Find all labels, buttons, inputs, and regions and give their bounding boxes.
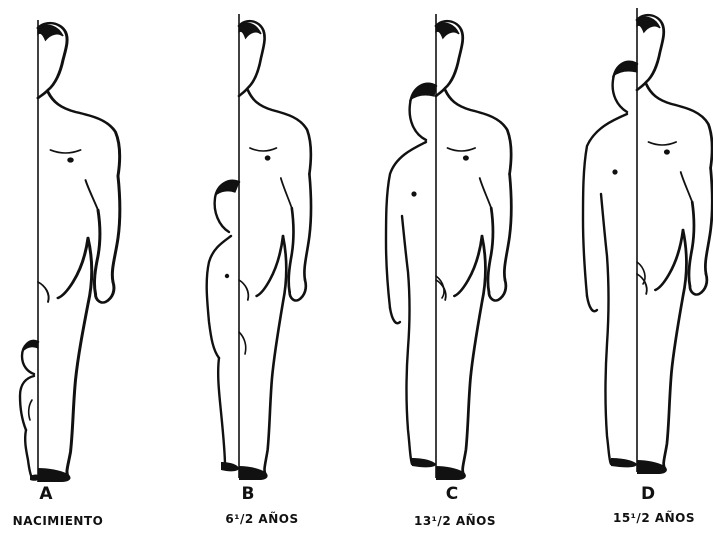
panel-a-letter: A (39, 484, 52, 504)
panel-c-drawing (386, 14, 511, 480)
panel-a-caption: NACIMIENTO (13, 514, 104, 528)
panel-b-letter: B (242, 484, 255, 504)
panel-b-drawing (207, 14, 311, 480)
panel-a-drawing (20, 20, 120, 482)
panel-c-caption: 13¹/2 AÑOS (414, 514, 496, 528)
panel-d-caption: 15¹/2 AÑOS (613, 511, 695, 525)
panel-d-letter: D (641, 484, 655, 504)
panel-d-drawing (583, 8, 712, 474)
panel-c-letter: C (446, 484, 458, 504)
panel-b-caption: 6¹/2 AÑOS (225, 512, 298, 526)
